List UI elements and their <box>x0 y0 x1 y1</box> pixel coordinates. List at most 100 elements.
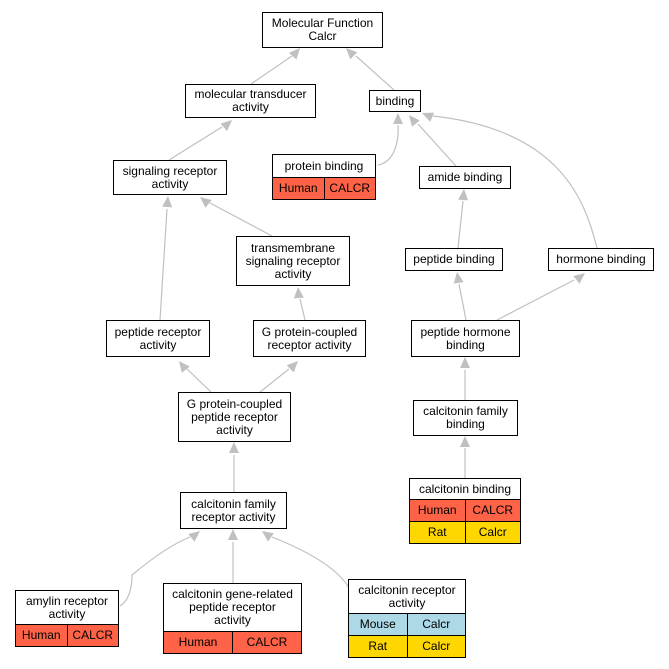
gene-calcr: CALCR <box>66 625 118 646</box>
gene-calcr: CALCR <box>323 178 375 199</box>
node-transmembrane-signaling-receptor-activity[interactable]: transmembrane signaling receptor activit… <box>236 236 350 286</box>
arrowhead-icon <box>262 531 274 542</box>
node-label: G protein-coupled peptide receptor activ… <box>186 396 283 437</box>
edge-gpp-to-gpcr <box>259 361 298 393</box>
gene-calcr: CALCR <box>232 632 301 653</box>
arrowhead-icon <box>286 361 298 373</box>
edge-srec-to-mt <box>168 120 232 161</box>
node-label: peptide binding <box>413 252 495 266</box>
annotation-row: Rat Calcr <box>410 521 520 543</box>
node-calcitonin-binding[interactable]: calcitonin binding Human CALCR Rat Calcr <box>409 478 521 544</box>
arrowhead-icon <box>409 115 420 127</box>
node-label: calcitonin family receptor activity <box>191 496 276 524</box>
node-peptide-binding[interactable]: peptide binding <box>405 248 503 271</box>
edge-prec-to-srec <box>159 196 173 321</box>
edge-pepb-to-amid <box>457 189 469 249</box>
edge-bind-to-mf <box>346 48 395 91</box>
node-label: G protein-coupled receptor activity <box>261 324 358 352</box>
gene-calcr: Calcr <box>406 636 465 657</box>
node-hormone-binding[interactable]: hormone binding <box>548 248 654 271</box>
node-peptide-receptor-activity[interactable]: peptide receptor activity <box>106 320 210 357</box>
edge-line <box>496 279 575 321</box>
node-label: calcitonin binding <box>418 481 512 496</box>
arrowhead-icon <box>293 287 304 299</box>
edge-line <box>159 208 168 321</box>
node-calcitonin-receptor-activity[interactable]: calcitonin receptor activity Mouse Calcr… <box>348 579 466 658</box>
node-amylin-receptor-activity[interactable]: amylin receptor activity Human CALCR <box>15 590 119 647</box>
node-binding[interactable]: binding <box>369 90 421 112</box>
edge-crec-to-cfr <box>262 531 351 591</box>
node-label: signaling receptor activity <box>122 163 218 191</box>
species-human: Human <box>273 178 324 199</box>
edge-line <box>168 126 223 161</box>
arrowhead-icon <box>573 273 585 284</box>
edge-horm-to-bind <box>422 112 598 249</box>
edge-gpcr-to-tmsr <box>293 287 306 321</box>
node-peptide-hormone-binding[interactable]: peptide hormone binding <box>411 320 520 357</box>
arrowhead-icon <box>179 361 190 373</box>
node-calcitonin-family-receptor-activity[interactable]: calcitonin family receptor activity <box>180 492 287 529</box>
node-molecular-function[interactable]: Molecular Function Calcr <box>262 12 383 48</box>
node-signaling-receptor-activity[interactable]: signaling receptor activity <box>113 160 227 195</box>
annotation-row: Rat Calcr <box>349 635 465 657</box>
node-g-protein-coupled-peptide-receptor-activity[interactable]: G protein-coupled peptide receptor activ… <box>178 392 291 442</box>
gene-calcr: CALCR <box>464 500 520 521</box>
node-g-protein-coupled-receptor-activity[interactable]: G protein-coupled receptor activity <box>253 320 366 357</box>
species-human: Human <box>164 632 232 653</box>
edge-line <box>250 55 293 85</box>
edge-cgrp-to-cfr <box>228 529 238 583</box>
node-label: binding <box>375 93 415 108</box>
edge-amy-to-cfr <box>119 531 200 607</box>
annotation-row: Human CALCR <box>410 499 520 521</box>
arrowhead-icon <box>220 120 232 132</box>
edge-line <box>457 200 464 249</box>
species-rat: Rat <box>410 522 465 543</box>
node-amide-binding[interactable]: amide binding <box>419 166 511 189</box>
arrowhead-icon <box>393 113 403 124</box>
edge-line <box>119 536 191 607</box>
node-label: Molecular Function Calcr <box>271 16 374 43</box>
node-label: peptide receptor activity <box>114 324 202 352</box>
annotation-row: Human CALCR <box>16 624 118 646</box>
edge-cfr-to-gpp <box>229 442 239 492</box>
edge-line <box>432 115 598 249</box>
edge-line <box>458 283 467 321</box>
node-label: amide binding <box>427 170 503 184</box>
edge-line <box>355 55 395 91</box>
species-rat: Rat <box>349 636 407 657</box>
node-calcitonin-gene-related-peptide-receptor-activity[interactable]: calcitonin gene-related peptide receptor… <box>163 583 302 654</box>
gene-calcr: Calcr <box>464 522 520 543</box>
node-protein-binding[interactable]: protein binding Human CALCR <box>272 154 376 200</box>
node-label: molecular transducer activity <box>194 87 307 114</box>
node-label: calcitonin family binding <box>423 404 508 431</box>
arrowhead-icon <box>162 196 173 208</box>
arrowhead-icon <box>460 436 470 447</box>
edge-phb-to-horm <box>496 273 585 321</box>
arrowhead-icon <box>229 442 239 453</box>
node-label: calcitonin receptor activity <box>358 582 456 610</box>
node-label: amylin receptor activity <box>25 593 109 621</box>
arrowhead-icon <box>346 48 358 60</box>
edge-prot-to-bind <box>377 113 403 166</box>
edge-mt-to-mf <box>250 48 300 85</box>
annotation-row: Human CALCR <box>273 177 375 199</box>
node-molecular-transducer-activity[interactable]: molecular transducer activity <box>185 84 316 118</box>
node-label: transmembrane signaling receptor activit… <box>245 240 341 281</box>
node-calcitonin-family-binding[interactable]: calcitonin family binding <box>413 400 518 436</box>
arrowhead-icon <box>422 112 435 122</box>
node-label: hormone binding <box>556 252 646 266</box>
arrowhead-icon <box>458 189 469 201</box>
node-label: calcitonin gene-related peptide receptor… <box>172 587 293 627</box>
arrowhead-icon <box>188 531 200 542</box>
annotation-row: Mouse Calcr <box>349 613 465 635</box>
arrowhead-icon <box>200 197 212 208</box>
annotation-row: Human CALCR <box>164 631 301 653</box>
edge-line <box>259 368 290 393</box>
gene-calcr: Calcr <box>406 614 465 635</box>
species-mouse: Mouse <box>349 614 407 635</box>
edge-line <box>417 123 457 167</box>
edge-cb-to-cfb <box>460 436 470 478</box>
edge-line <box>186 368 212 393</box>
edge-line <box>299 298 306 321</box>
